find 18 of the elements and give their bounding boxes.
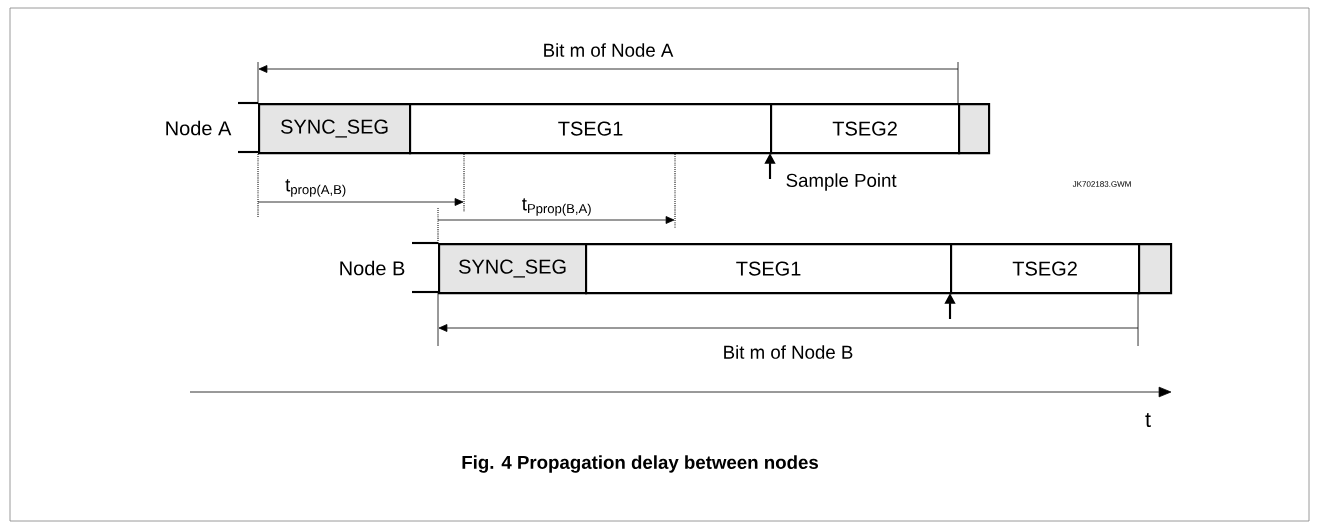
segment-box — [958, 103, 991, 155]
segment-box: TSEG1 — [585, 243, 953, 295]
segment-box — [1138, 243, 1173, 295]
segment-box: TSEG2 — [770, 103, 961, 155]
segment-box: TSEG2 — [950, 243, 1141, 295]
drawing-number: JK702183.GWM — [1072, 181, 1131, 187]
caption: Fig. 4 Propagation delay between nodes — [462, 455, 818, 473]
point-label: Sample Point — [786, 173, 897, 191]
row-label: Node A — [166, 120, 232, 136]
dimension-label: t$_{Pprop(B,A)}$ — [522, 198, 591, 216]
segment-box: SYNC_SEG — [438, 243, 588, 295]
dimension-label: Bit m of Node B — [724, 345, 853, 359]
segment-box: SYNC_SEG — [258, 103, 412, 155]
dimension-label: t$_{prop(A,B)}$ — [285, 179, 346, 197]
axis-label: t — [1145, 413, 1151, 427]
dimension-label: Bit m of Node A — [544, 43, 674, 57]
row-label: Node B — [340, 260, 405, 276]
segment-box: TSEG1 — [409, 103, 773, 155]
